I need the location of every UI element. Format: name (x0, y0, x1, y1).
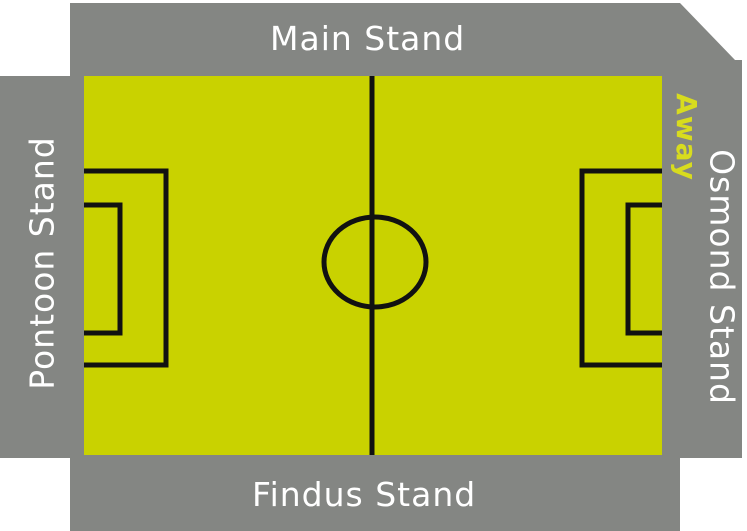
main-stand-shape (70, 3, 735, 78)
main-stand-label: Main Stand (270, 19, 466, 58)
away-label: Away (670, 93, 703, 181)
findus-stand-shape (70, 455, 680, 531)
centre-circle (321, 214, 429, 310)
right-penalty-area (579, 168, 662, 368)
osmond-stand-label: Osmond Stand (702, 149, 742, 405)
pontoon-stand-shape (0, 76, 84, 458)
left-goal-area (84, 202, 123, 336)
findus-stand-label: Findus Stand (252, 475, 477, 514)
right-goal-area (625, 202, 662, 336)
osmond-stand-shape (662, 60, 742, 458)
left-penalty-area (84, 168, 169, 368)
pontoon-stand-label: Pontoon Stand (22, 136, 62, 390)
